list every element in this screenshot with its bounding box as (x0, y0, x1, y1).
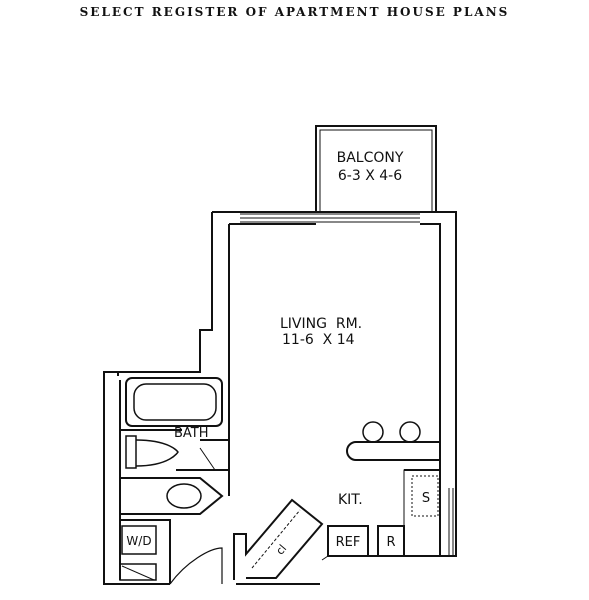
kitchen-window (439, 488, 457, 557)
range-label: R (386, 535, 395, 550)
balcony-outline (315, 125, 437, 213)
washer-dryer-label: W/D (126, 534, 151, 548)
closet-label: cl (273, 542, 289, 557)
living-room-label: LIVING RM. (280, 316, 362, 332)
bathtub (125, 377, 223, 427)
closet (233, 498, 324, 585)
refrigerator-label: REF (336, 535, 361, 550)
living-room-size: 11-6 X 14 (282, 332, 355, 348)
balcony-label: BALCONY (337, 150, 404, 166)
kitchen-counter (403, 469, 441, 557)
toilet (125, 435, 179, 469)
appliances (327, 525, 440, 557)
page-title: SELECT REGISTER OF APARTMENT HOUSE PLANS (79, 5, 510, 19)
bottom-wall (321, 555, 329, 561)
living-window (240, 213, 420, 223)
lavatory (166, 483, 202, 509)
balcony-size: 6-3 X 4-6 (338, 168, 402, 184)
entry-door-swing (169, 547, 223, 585)
breakfast-bar (346, 421, 440, 461)
bath-label: BATH (174, 426, 209, 441)
sink-label: S (422, 491, 430, 506)
outer-walls (103, 211, 457, 585)
kitchen-label: KIT. (338, 492, 363, 508)
washer-dryer-closet (119, 519, 171, 584)
bath-door-swing (199, 447, 216, 471)
